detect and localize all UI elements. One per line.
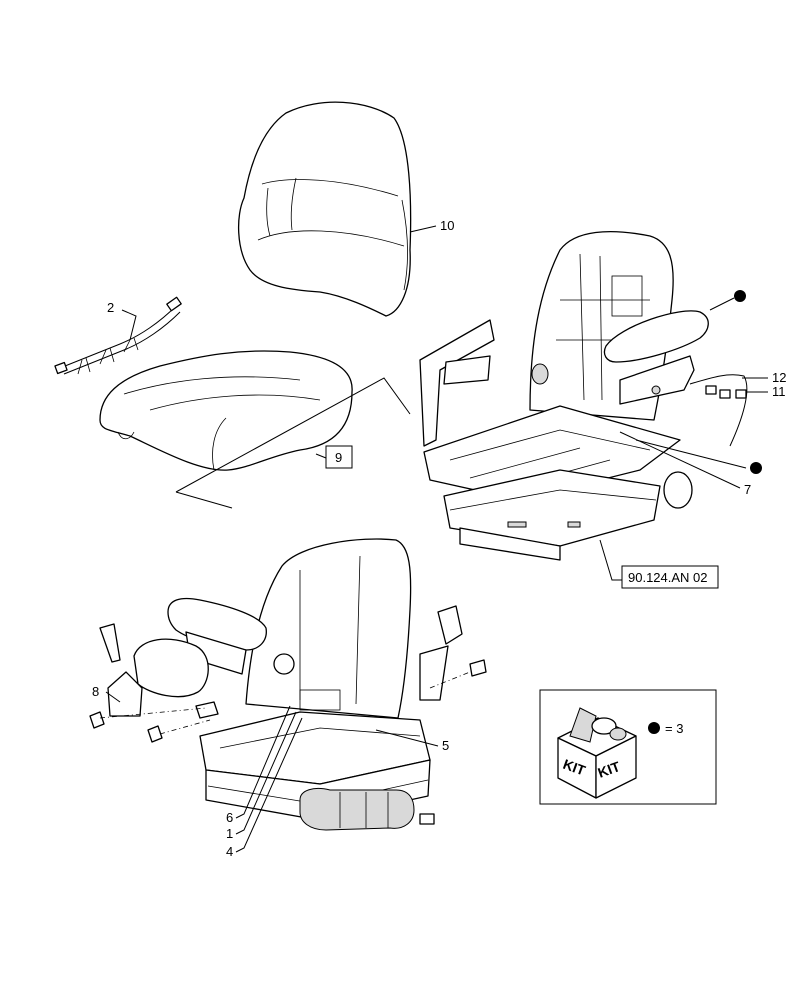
dot-legend-marker — [648, 722, 660, 734]
callout-9: 9 — [335, 450, 342, 465]
kit-label-left: KIT — [561, 756, 588, 779]
seat-cushion — [99, 350, 411, 509]
reference-label: 90.124.AN 02 — [628, 570, 708, 585]
callout-4: 4 — [226, 844, 233, 859]
callout-8: 8 — [92, 684, 99, 699]
kit-label-right: KIT — [596, 758, 623, 781]
callout-5: 5 — [442, 738, 449, 753]
legend-equals: = 3 — [665, 721, 683, 736]
callout-2: 2 — [107, 300, 114, 315]
seat-assembly-lower — [89, 538, 487, 831]
leader-lines — [105, 225, 768, 853]
seat-assembly-upper — [419, 230, 748, 561]
dot-marker-lower — [750, 462, 762, 474]
wire-harness — [54, 296, 182, 375]
callout-1: 1 — [226, 826, 233, 841]
callout-11: 11 — [772, 384, 786, 399]
callout-12: 12 — [772, 370, 786, 385]
kit-legend: KIT KIT = 3 — [539, 689, 717, 805]
backrest-cushion — [237, 101, 412, 317]
callout-7: 7 — [744, 482, 751, 497]
dot-marker-armrest — [734, 290, 746, 302]
callout-6: 6 — [226, 810, 233, 825]
callout-10: 10 — [440, 218, 454, 233]
